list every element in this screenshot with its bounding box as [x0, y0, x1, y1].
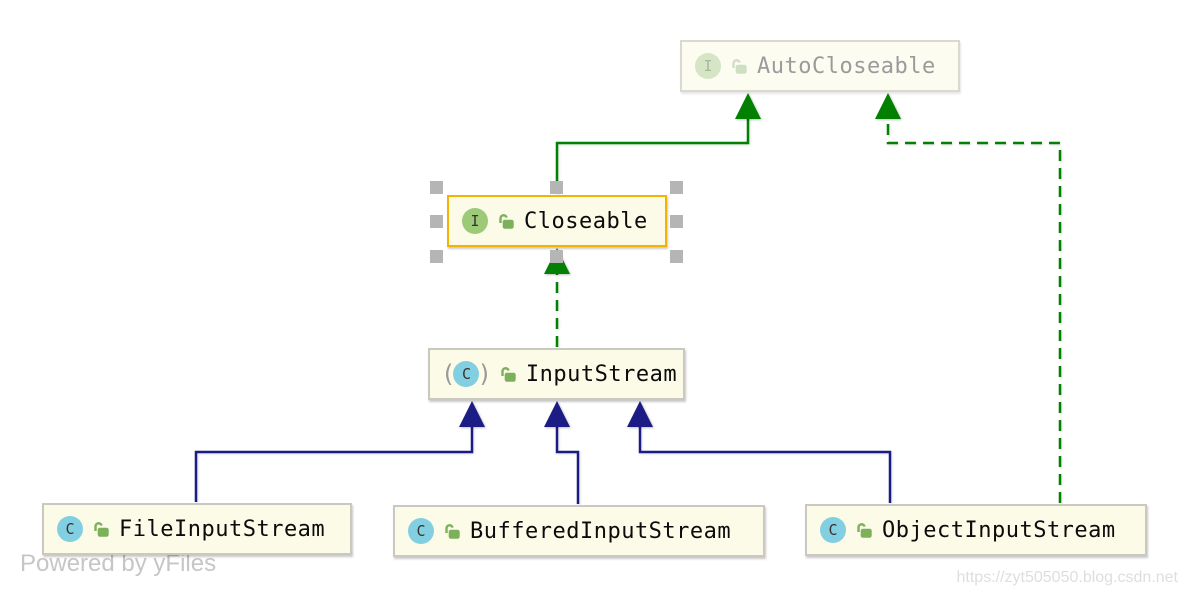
- class-icon: C: [408, 518, 434, 544]
- selection-handle[interactable]: [550, 250, 563, 263]
- class-icon: C: [820, 517, 846, 543]
- selection-handle[interactable]: [430, 250, 443, 263]
- selection-handle[interactable]: [670, 215, 683, 228]
- selection-handle[interactable]: [670, 250, 683, 263]
- unlocked-icon: [499, 214, 514, 229]
- unlocked-icon: [94, 522, 109, 537]
- node-label: AutoCloseable: [757, 53, 936, 79]
- edge-objectinputstream-extends-inputstream[interactable]: [627, 401, 892, 503]
- class-icon: C: [453, 361, 480, 387]
- selection-handle[interactable]: [430, 215, 443, 228]
- selection-handle[interactable]: [430, 181, 443, 194]
- node-label: Closeable: [524, 208, 648, 234]
- unlocked-icon: [501, 367, 516, 382]
- unlocked-icon: [732, 59, 747, 74]
- interface-icon: I: [462, 208, 488, 234]
- interface-icon: I: [695, 53, 721, 79]
- class-node-inputstream[interactable]: ( C ) InputStream: [428, 348, 685, 400]
- unlocked-icon: [857, 523, 872, 538]
- node-label: FileInputStream: [119, 516, 326, 542]
- selection-handle[interactable]: [550, 181, 563, 194]
- class-node-autocloseable[interactable]: I AutoCloseable: [680, 40, 960, 92]
- selection-handle[interactable]: [670, 181, 683, 194]
- class-node-bufferedinputstream[interactable]: C BufferedInputStream: [393, 505, 765, 557]
- blog-watermark: https://zyt505050.blog.csdn.net: [956, 569, 1178, 586]
- node-label: BufferedInputStream: [470, 518, 732, 544]
- abstract-paren: (: [441, 360, 456, 388]
- edge-closeable-extends-autocloseable[interactable]: [555, 93, 761, 194]
- edge-fileinputstream-extends-inputstream[interactable]: [194, 401, 485, 502]
- unlocked-icon: [445, 524, 460, 539]
- class-node-objectinputstream[interactable]: C ObjectInputStream: [805, 504, 1147, 556]
- class-icon: C: [57, 516, 83, 542]
- edge-bufferedinputstream-extends-inputstream[interactable]: [544, 401, 580, 504]
- abstract-paren: ): [477, 360, 492, 388]
- class-node-closeable[interactable]: I Closeable: [447, 195, 667, 247]
- edge-objectinputstream-implements-autocloseable[interactable]: [875, 93, 1062, 503]
- node-label: InputStream: [525, 361, 678, 387]
- abstract-class-icon: ( C ): [441, 360, 492, 388]
- class-node-fileinputstream[interactable]: C FileInputStream: [42, 503, 352, 555]
- node-label: ObjectInputStream: [882, 517, 1116, 543]
